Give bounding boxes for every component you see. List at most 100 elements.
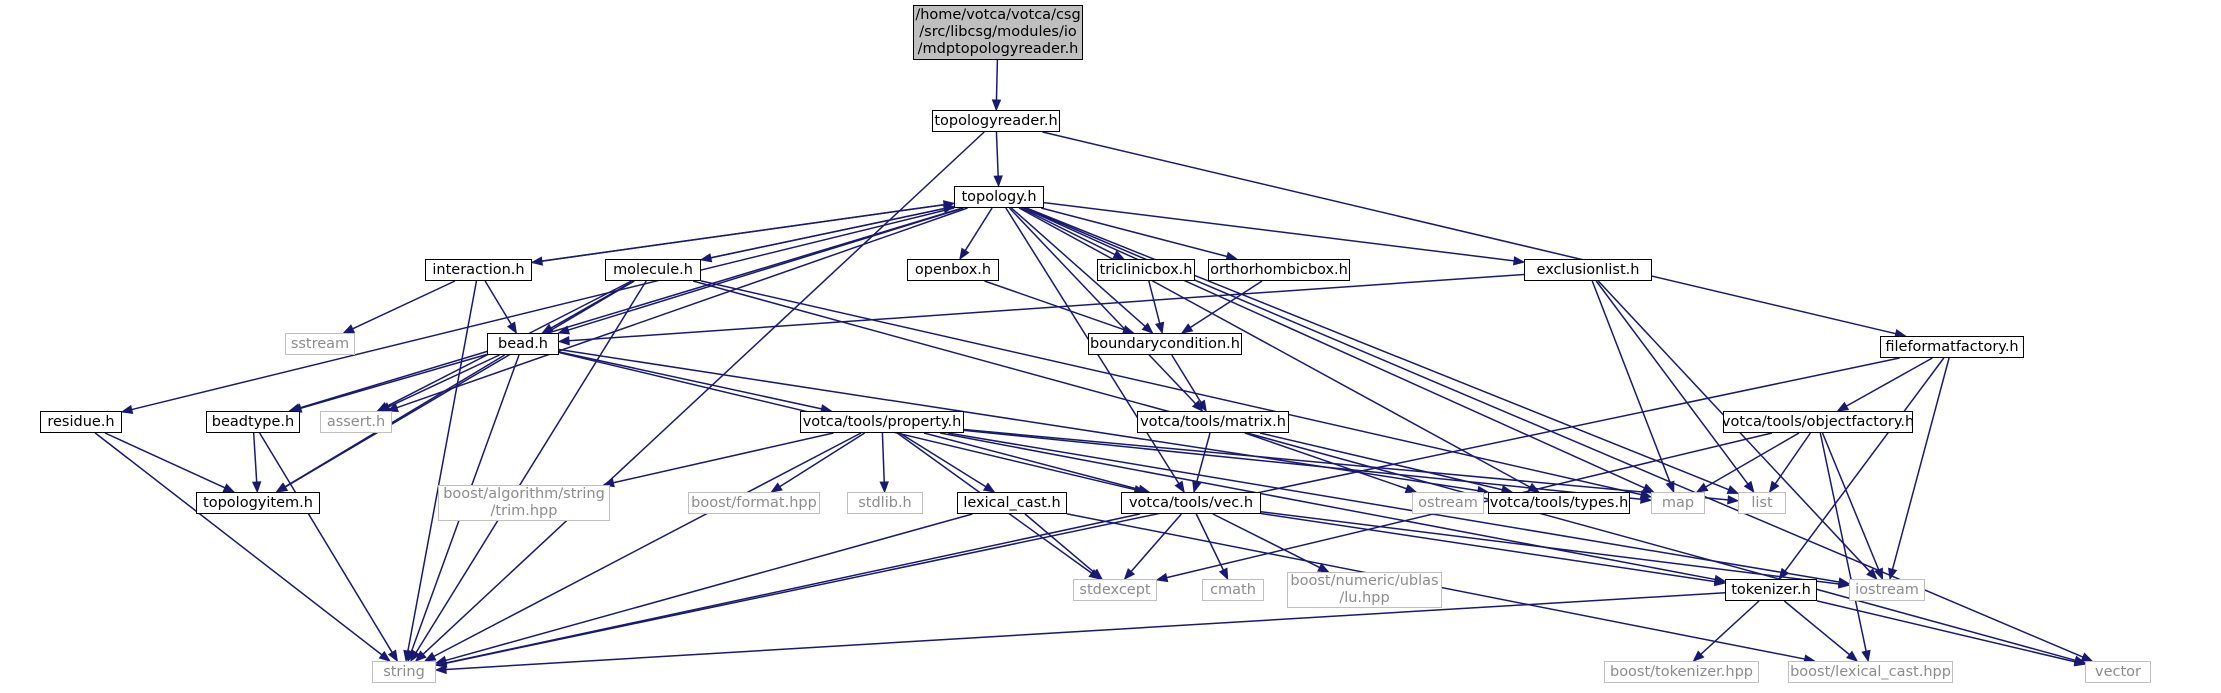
arrowhead-orthorhombicbox-to-boundarycondition [1180,323,1194,334]
edge-topologyreader-to-topology [995,131,999,177]
node-residue[interactable]: residue.h [40,411,122,433]
edge-lexical_cast-to-string [445,513,973,662]
node-list: list [1738,492,1786,514]
arrowhead-fileformatfactory-to-objectfactory [1836,401,1850,412]
edge-topology-to-map [1023,207,1645,489]
node-beadtype[interactable]: beadtype.h [206,411,300,433]
node-exclusionlist[interactable]: exclusionlist.h [1524,259,1652,281]
edge-topology-to-assert [396,207,968,409]
node-types[interactable]: votca/tools/types.h [1488,492,1630,514]
arrowhead-topology-to-triclinicbox [1112,250,1126,260]
edge-fileformatfactory-to-objectfactory [1846,357,1933,407]
node-openbox[interactable]: openbox.h [907,259,999,281]
edge-objectfactory-to-iostream [1821,432,1880,571]
node-topologyreader[interactable]: topologyreader.h [932,110,1060,132]
arrowhead-beadtype-to-string [387,649,399,663]
arrowhead-lexical_cast-to-stdexcept [1090,568,1104,580]
node-property[interactable]: votca/tools/property.h [800,411,964,433]
arrowhead-exclusionlist-to-list [1743,480,1755,494]
node-fileformatfactory[interactable]: fileformatfactory.h [1880,336,2024,358]
edge-tokenizer-to-vector [1816,600,2076,663]
edge-property-to-lexical_cast [899,432,987,488]
arrowhead-residue-to-topologyitem [222,483,236,493]
edge-topology-to-matrix [1008,207,1197,405]
edge-exclusionlist-to-list [1595,280,1749,485]
edge-bead-to-beadtype [300,353,488,409]
edge-property-to-list [963,428,1729,501]
edge-exclusionlist-to-map [1591,280,1671,483]
arrowhead-objectfactory-to-map [1695,482,1709,493]
edge-root-to-topologyreader [995,59,999,101]
edge-molecule-to-string [415,280,647,653]
edge-vec-to-cmath [1195,513,1225,571]
edge-objectfactory-to-boost_lexical_cast [1819,432,1867,652]
node-tokenizer[interactable]: tokenizer.h [1725,579,1817,601]
arrowhead-vec-to-cmath [1218,567,1229,581]
edge-residue-to-string [94,432,383,656]
edge-bead-to-topologyitem [284,354,506,488]
arrowhead-topology-to-boundarycondition [1141,322,1154,334]
node-ostream: ostream [1412,492,1484,514]
edge-bead-to-assert [388,354,500,408]
node-bead[interactable]: bead.h [487,333,559,355]
node-topology[interactable]: topology.h [954,186,1044,208]
arrowhead-interaction-to-bead [506,321,518,335]
node-root[interactable]: /home/votca/votca/csg /src/libcsg/module… [913,5,1083,60]
node-format: boost/format.hpp [688,492,820,514]
edge-residue-to-topologyitem [104,432,226,489]
edge-interaction-to-topology [531,203,945,264]
node-topologyitem[interactable]: topologyitem.h [196,492,320,514]
edge-exclusionlist-to-bead [568,273,1525,342]
arrowhead-topology-to-list [1726,485,1740,494]
edge-triclinicbox-to-boundarycondition [1148,280,1161,324]
arrowhead-exclusionlist-to-bead [557,336,570,346]
arrowhead-residue-to-string [378,650,391,662]
arrowhead-property-to-list [1727,495,1740,505]
arrowhead-fileformatfactory-to-iostream [1888,567,1898,581]
node-lexical-cast[interactable]: lexical_cast.h [957,492,1067,514]
node-orthorhombicbox[interactable]: orthorhombicbox.h [1208,259,1350,281]
arrowhead-vec-to-tokenizer [1713,576,1727,587]
node-matrix[interactable]: votca/tools/matrix.h [1137,411,1289,433]
node-string: string [372,661,436,683]
arrowhead-property-to-lexical_cast [982,482,996,493]
edge-molecule-to-topology [700,207,945,261]
arrowhead-vec-to-string [434,658,448,668]
arrowhead-beadtype-to-topologyitem [251,481,262,494]
edge-vec-to-iostream [1260,511,1840,585]
arrowhead-objectfactory-to-iostream [1874,567,1883,581]
node-interaction[interactable]: interaction.h [425,259,532,281]
edge-topology-to-residue [131,207,955,411]
node-boundarycondition[interactable]: boundarycondition.h [1088,333,1242,355]
edge-topology-to-triclinicbox [1020,207,1116,256]
arrowhead-triclinicbox-to-boundarycondition [1154,321,1165,335]
node-stdexcept: stdexcept [1073,579,1157,601]
edge-beadtype-to-topologyitem [252,432,258,483]
edge-topology-to-list [1026,207,1729,491]
edge-molecule-to-vector [692,280,2076,662]
edge-beadtype-to-string [259,432,393,653]
edge-property-to-iostream [947,432,1840,583]
edge-property-to-format [779,432,866,488]
edge-property-to-vec [923,432,1140,491]
edge-topologyreader-to-string [422,131,985,655]
node-lu: boost/numeric/ublas /lu.hpp [1287,572,1442,608]
node-molecule[interactable]: molecule.h [605,259,701,281]
edge-topologyreader-to-fileformatfactory [1042,131,1896,335]
arrowhead-bead-to-topologyitem [275,482,288,493]
edge-topology-to-exclusionlist [1043,201,1515,262]
node-objectfactory[interactable]: votca/tools/objectfactory.h [1723,411,1913,433]
edge-property-to-tokenizer [940,432,1716,581]
node-boost-lexical-cast: boost/lexical_cast.hpp [1788,661,1953,683]
node-trim: boost/algorithm/string /trim.hpp [438,485,610,521]
node-vec[interactable]: votca/tools/vec.h [1121,492,1261,514]
edge-property-to-string [433,432,862,658]
edge-objectfactory-to-map [1705,432,1800,488]
edge-orthorhombicbox-to-boundarycondition [1189,280,1263,329]
edge-topology-to-openbox [964,207,993,251]
edge-tokenizer-to-string [445,592,1726,671]
edge-lexical_cast-to-stdexcept [1024,513,1095,574]
edge-topology-to-boundarycondition [1010,207,1146,327]
node-triclinicbox[interactable]: triclinicbox.h [1097,259,1195,281]
arrowhead-vec-to-stdexcept [1123,567,1136,581]
